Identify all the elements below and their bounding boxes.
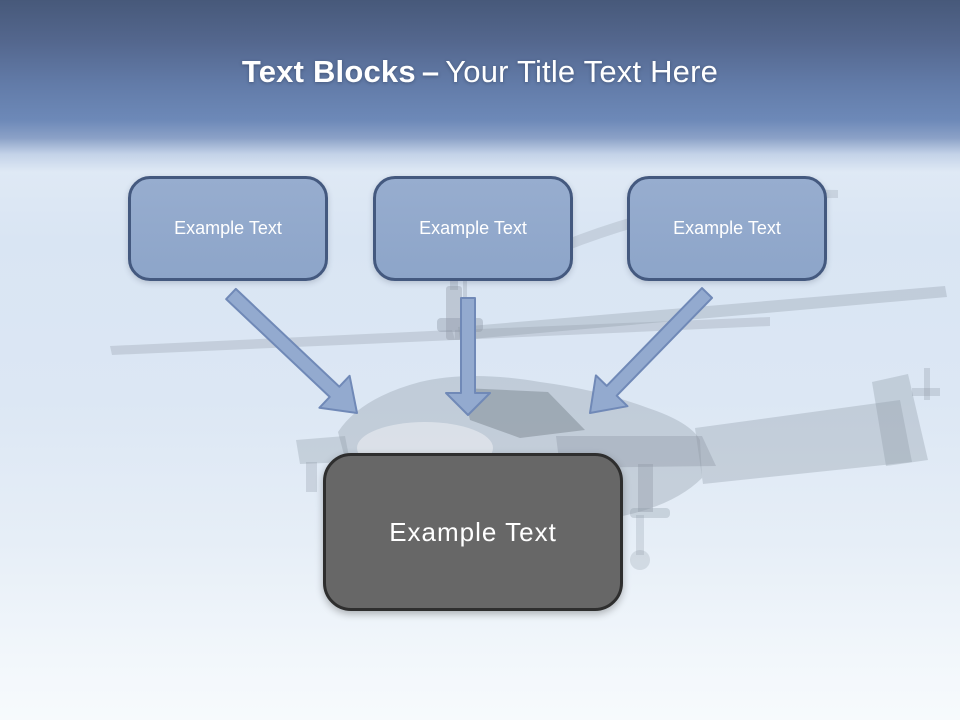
arrow-down-right-icon [225,287,358,414]
text-block-2: Example Text [373,176,573,281]
slide-title: Text Blocks–Your Title Text Here [0,54,960,90]
header-band [0,0,960,172]
title-bold-text: Text Blocks [241,54,416,89]
text-block-1-label: Example Text [174,218,282,238]
arrow-down-icon [445,297,491,416]
title-regular-text: Your Title Text Here [445,54,719,89]
text-block-1: Example Text [128,176,328,281]
text-block-3: Example Text [627,176,827,281]
text-block-2-label: Example Text [419,218,527,238]
arrow-down-left-icon [589,287,713,414]
title-separator: – [421,54,440,89]
text-block-3-label: Example Text [673,218,781,238]
center-block-label: Example Text [389,516,557,547]
center-block: Example Text [323,453,623,611]
